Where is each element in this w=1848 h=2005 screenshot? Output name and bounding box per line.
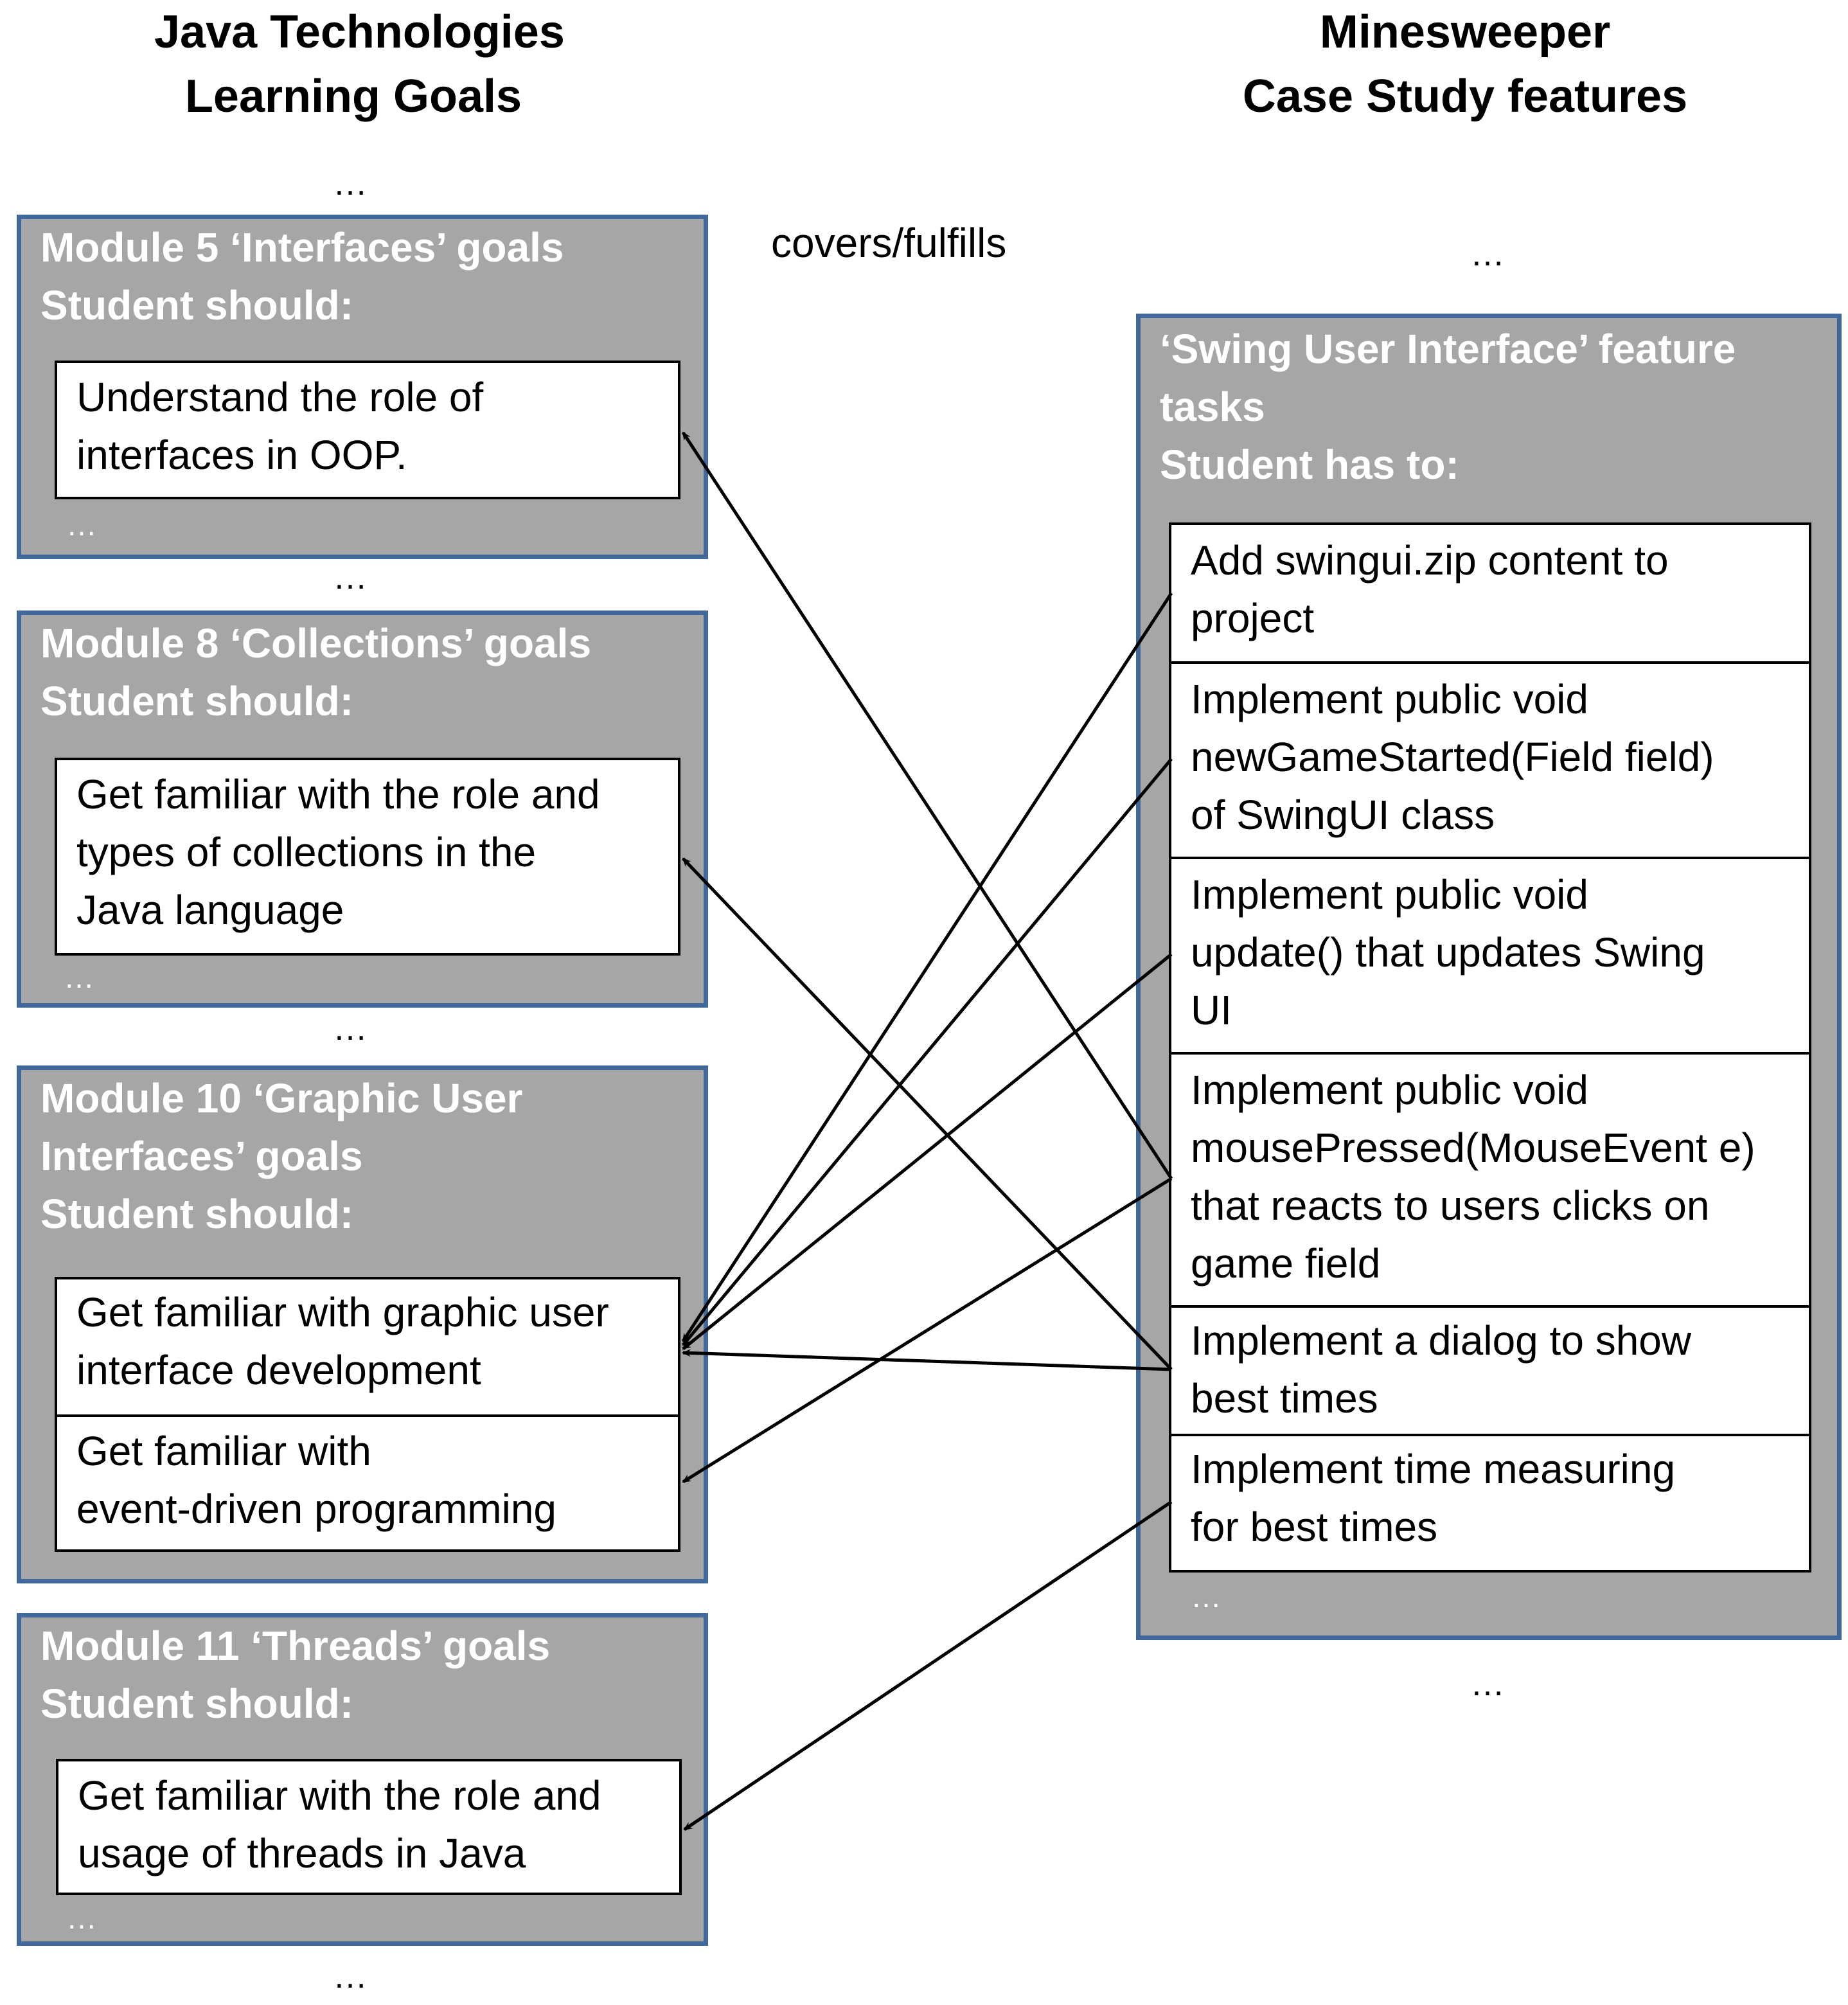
module-5-goals: Understand the role of interfaces in OOP… [55,361,680,499]
goal-m5-0-line-2: interfaces in OOP. [76,432,407,478]
task-1-line-2: newGameStarted(Field field) [1191,734,1714,780]
module-5-panel: Module 5 ‘Interfaces’ goals Student shou… [17,215,708,559]
ellipsis-top-left: … [333,164,368,202]
goal-m8-0: Get familiar with the role and types of … [57,765,678,952]
task-4: Implement a dialog to show best times [1171,1305,1809,1434]
goal-m11-0-line-1: Get familiar with the role and [78,1772,601,1819]
goal-m10-1-line-1: Get familiar with [76,1428,371,1474]
goal-m10-1: Get familiar with event-driven programmi… [57,1414,678,1549]
module-5-title-line-1: Module 5 ‘Interfaces’ goals [40,224,564,271]
task-0: Add swingui.zip content to project [1171,525,1809,661]
task-1: Implement public void newGameStarted(Fie… [1171,661,1809,857]
module-8-title: Module 8 ‘Collections’ goals Student sho… [40,614,591,730]
arrow-task-1-to-m10-g0 [682,758,1173,1346]
left-heading-line-1: Java Technologies [154,6,565,58]
module-8-goals: Get familiar with the role and types of … [55,758,680,956]
arrow-task-4-to-m8-g0 [682,857,1173,1371]
module-11-more-goals: … [66,1902,97,1936]
goal-m10-0: Get familiar with graphic user interface… [57,1279,678,1414]
goal-m10-0-line-2: interface development [76,1347,481,1393]
ellipsis-after-module-8: … [333,1009,368,1047]
right-column-heading: Minesweeper Case Study features [1221,0,1709,129]
arrow-task-2-to-m10-g0 [682,953,1173,1350]
goal-m11-0: Get familiar with the role and usage of … [58,1767,679,1893]
ellipsis-bottom-right: … [1470,1664,1505,1703]
task-5-line-2: for best times [1191,1504,1438,1550]
module-11-title-line-2: Student should: [40,1680,354,1727]
left-column-heading: Java Technologies Learning Goals [154,0,565,129]
module-10-title: Module 10 ‘Graphic User Interfaces’ goal… [40,1069,522,1243]
task-1-line-3: of SwingUI class [1191,792,1495,838]
module-5-title-line-2: Student should: [40,282,354,328]
task-0-line-1: Add swingui.zip content to [1191,537,1669,584]
task-2-line-3: UI [1191,987,1232,1033]
module-11-panel: Module 11 ‘Threads’ goals Student should… [17,1613,708,1946]
right-heading-line-2: Case Study features [1242,71,1688,122]
swing-feature-tasks: Add swingui.zip content to project Imple… [1169,522,1811,1573]
task-5-line-1: Implement time measuring [1191,1446,1676,1492]
ellipsis-bottom-left: … [333,1957,368,1995]
task-5: Implement time measuring for best times [1171,1434,1809,1570]
arrow-task-3-to-m5-g0 [681,431,1173,1180]
swing-feature-title-line-1: ‘Swing User Interface’ feature [1160,326,1736,372]
module-8-more-goals: … [64,961,94,995]
module-5-more-goals: … [66,508,97,542]
goal-m5-0: Understand the role of interfaces in OOP… [57,368,678,497]
task-3-line-3: that reacts to users clicks on [1191,1182,1710,1229]
module-10-title-line-3: Student should: [40,1191,354,1237]
task-1-line-1: Implement public void [1191,676,1588,722]
goal-m8-0-line-3: Java language [76,887,344,933]
goal-m8-0-line-1: Get familiar with the role and [76,771,600,817]
module-11-title: Module 11 ‘Threads’ goals Student should… [40,1617,550,1733]
module-11-title-line-1: Module 11 ‘Threads’ goals [40,1623,551,1669]
module-8-title-line-1: Module 8 ‘Collections’ goals [40,620,592,666]
goal-m5-0-line-1: Understand the role of [76,374,484,420]
module-11-goals: Get familiar with the role and usage of … [56,1759,682,1895]
module-10-title-line-2: Interfaces’ goals [40,1133,363,1179]
goal-m8-0-line-2: types of collections in the [76,829,537,875]
task-3-line-2: mousePressed(MouseEvent e) [1191,1125,1755,1171]
swing-feature-title-line-2: tasks [1160,384,1265,430]
relation-label: covers/fulfills [771,220,1007,266]
module-5-title: Module 5 ‘Interfaces’ goals Student shou… [40,218,564,334]
module-10-title-line-1: Module 10 ‘Graphic User [40,1075,523,1121]
goal-m10-0-line-1: Get familiar with graphic user [76,1289,609,1335]
task-3-line-4: game field [1191,1240,1381,1287]
module-10-panel: Module 10 ‘Graphic User Interfaces’ goal… [17,1065,708,1583]
task-2-line-2: update() that updates Swing [1191,929,1705,976]
arrow-task-5-to-m11-g0 [683,1500,1173,1831]
swing-feature-more-tasks: … [1191,1580,1222,1614]
goal-m11-0-line-2: usage of threads in Java [78,1830,526,1876]
arrow-task-0-to-m10-g0 [681,592,1173,1342]
module-8-panel: Module 8 ‘Collections’ goals Student sho… [17,610,708,1008]
module-8-title-line-2: Student should: [40,678,354,724]
ellipsis-top-right: … [1470,235,1505,273]
module-10-goals: Get familiar with graphic user interface… [55,1277,680,1552]
right-heading-line-1: Minesweeper [1319,6,1611,58]
task-3: Implement public void mousePressed(Mouse… [1171,1052,1809,1305]
swing-feature-panel: ‘Swing User Interface’ feature tasks Stu… [1136,314,1842,1640]
task-4-line-2: best times [1191,1375,1378,1421]
task-3-line-1: Implement public void [1191,1067,1588,1113]
swing-feature-title-line-3: Student has to: [1160,441,1459,488]
arrow-task-4-to-m10-g0 [682,1349,1172,1371]
task-2-line-1: Implement public void [1191,871,1588,918]
ellipsis-after-module-5: … [333,558,368,596]
left-heading-line-2: Learning Goals [184,71,522,122]
goal-m10-1-line-2: event-driven programming [76,1486,556,1532]
task-0-line-2: project [1191,595,1315,641]
swing-feature-title: ‘Swing User Interface’ feature tasks Stu… [1160,320,1736,494]
task-4-line-1: Implement a dialog to show [1191,1317,1692,1364]
task-2: Implement public void update() that upda… [1171,857,1809,1052]
arrow-task-3-to-m10-g1 [682,1177,1173,1484]
